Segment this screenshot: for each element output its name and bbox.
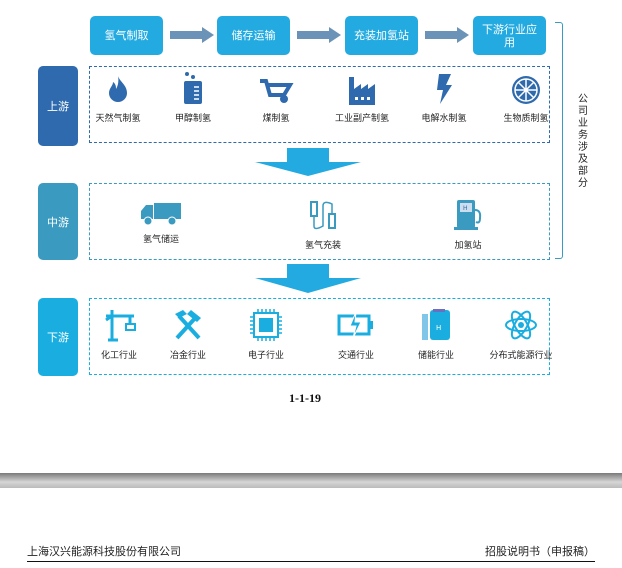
item-coal: 煤制氢 [236, 77, 316, 124]
page-number: 1-1-19 [289, 391, 321, 405]
crane-icon [105, 310, 136, 342]
item-industrial-byproduct: 工业副产制氢 [322, 75, 402, 124]
stage-downstream: 下游 [38, 298, 78, 376]
wheel-icon [512, 76, 540, 104]
truck-icon [141, 203, 181, 226]
chip-icon [250, 309, 282, 341]
footer-document: 招股说明书（申报稿） [485, 545, 595, 558]
flow-step-station: 充装加氢站 [345, 16, 418, 55]
arrow-right-icon [297, 27, 341, 43]
item-biomass: 生物质制氢 [486, 75, 566, 124]
lightning-icon [437, 74, 452, 104]
wheelbarrow-icon [260, 79, 294, 103]
stage-upstream: 上游 [38, 66, 78, 146]
item-distributed-energy: 分布式能源行业 [481, 308, 561, 361]
item-natural-gas: 天然气制氢 [78, 75, 158, 124]
item-hydrogen-transport: 氢气储运 [121, 202, 201, 245]
arrow-right-icon [170, 27, 214, 43]
item-electrolysis: 电解水制氢 [404, 73, 484, 124]
footer-company: 上海汉兴能源科技股份有限公司 [27, 545, 181, 558]
svg-text:H: H [436, 324, 441, 332]
stage-midstream: 中游 [38, 183, 78, 260]
storage-tank-icon: H [422, 309, 450, 340]
bracket [555, 22, 563, 259]
svg-text:H: H [463, 205, 468, 212]
item-electronics: 电子行业 [226, 308, 306, 361]
arrow-right-icon [425, 27, 469, 43]
down-arrow-icon [255, 264, 361, 293]
battery-charge-icon [337, 311, 373, 339]
flame-icon [109, 76, 127, 102]
footer-rule [27, 561, 595, 562]
beaker-icon [184, 72, 202, 104]
atom-icon [505, 310, 537, 340]
factory-icon [349, 77, 375, 105]
flow-step-application: 下游行业应用 [473, 16, 546, 55]
item-metallurgy: 冶金行业 [148, 308, 228, 361]
item-methanol: 甲醇制氢 [153, 71, 233, 124]
upstream-panel: 天然气制氢 甲醇制氢 煤制氢 工业副产制氢 电解水制氢 生物质制氢 [89, 66, 550, 143]
company-scope-label: 公司业务涉及部分 [578, 94, 588, 189]
flow-step-storage: 储存运输 [217, 16, 290, 55]
item-hydrogen-filling: 氢气充装 [283, 198, 363, 251]
usb-cable-icon [310, 201, 336, 230]
hammers-icon [175, 310, 201, 340]
page-divider [0, 473, 622, 488]
down-arrow-icon [255, 148, 361, 176]
flow-step-production: 氢气制取 [90, 16, 163, 55]
fuel-pump-icon: H [454, 200, 482, 230]
item-chemical: 化工行业 [79, 308, 159, 361]
item-transportation: 交通行业 [316, 308, 396, 361]
